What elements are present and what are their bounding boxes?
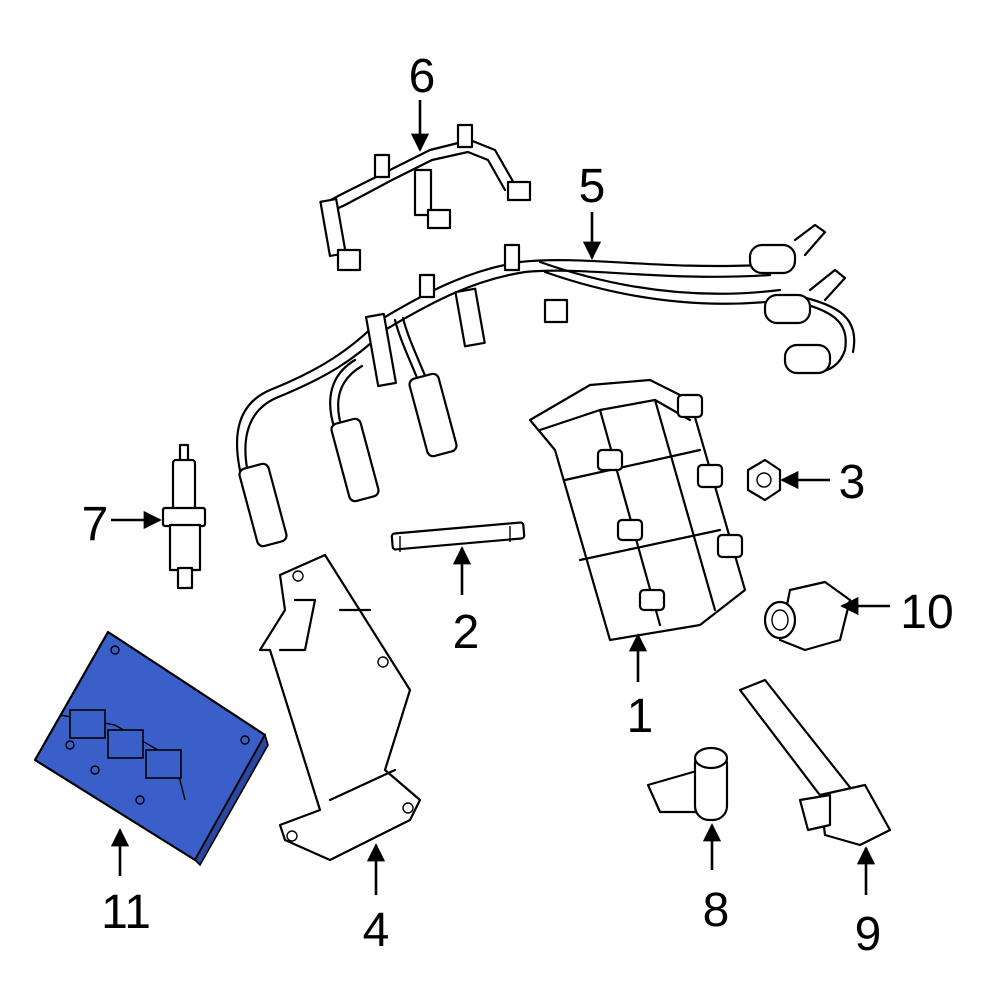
part-4-bracket[interactable] — [258, 553, 422, 862]
callout-10: 10 — [900, 586, 953, 639]
part-3-nut[interactable] — [746, 458, 782, 502]
callout-4: 4 — [363, 904, 390, 957]
callout-11: 11 — [101, 886, 151, 939]
part-9-sensor[interactable] — [738, 678, 892, 847]
part-1-ignition-coil[interactable] — [528, 378, 747, 642]
part-5-ignition-wire-set[interactable] — [235, 223, 856, 548]
callout-6: 6 — [409, 50, 436, 103]
part-2-stud[interactable] — [390, 521, 526, 552]
callout-5: 5 — [579, 160, 606, 213]
callout-arrows — [110, 100, 890, 895]
callout-7: 7 — [82, 498, 109, 551]
part-8-sensor[interactable] — [646, 746, 729, 822]
part-6-wiring-harness[interactable] — [319, 123, 532, 272]
part-11-engine-control-module[interactable] — [33, 630, 269, 867]
callout-1: 1 — [627, 690, 654, 743]
callout-9: 9 — [855, 908, 882, 961]
callout-2: 2 — [453, 606, 480, 659]
callout-8: 8 — [703, 884, 730, 937]
callout-labels: 6 5 3 7 2 10 1 11 4 8 9 — [82, 50, 954, 961]
part-10-sensor[interactable] — [763, 580, 852, 652]
callout-3: 3 — [839, 456, 866, 509]
part-7-spark-plug[interactable] — [161, 443, 207, 590]
